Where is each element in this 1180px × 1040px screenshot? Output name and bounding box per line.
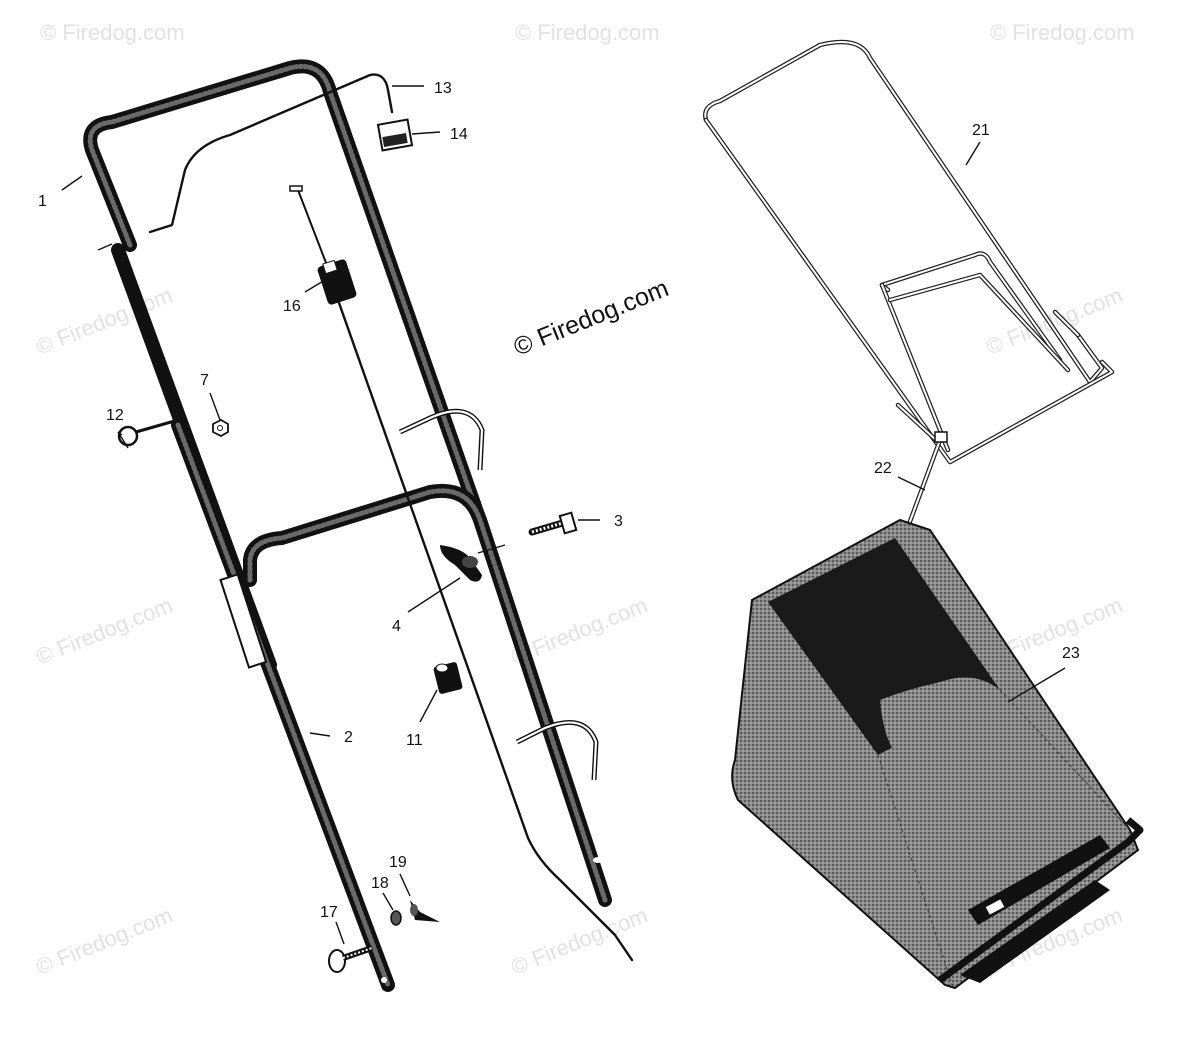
watermark: © Firedog.com xyxy=(983,282,1126,359)
lower-handle xyxy=(111,243,612,992)
carriage-bolt xyxy=(328,945,373,973)
callout-18: 18 xyxy=(371,875,389,892)
grass-bag xyxy=(731,518,1144,990)
watermark: © Firedog.com xyxy=(40,20,185,45)
callout-23: 23 xyxy=(1062,645,1080,662)
callout-19: 19 xyxy=(389,854,407,871)
upper-handle xyxy=(83,59,485,522)
callout-16: 16 xyxy=(283,298,301,315)
callout-21: 21 xyxy=(972,122,990,139)
callout-11: 11 xyxy=(406,732,423,749)
spring-rod xyxy=(289,185,357,305)
callout-7: 7 xyxy=(200,372,209,389)
catcher-frame xyxy=(703,39,1115,465)
callout-13: 13 xyxy=(434,80,452,97)
callout-1: 1 xyxy=(38,193,47,210)
callouts: 1 2 3 4 7 11 12 13 14 16 17 18 19 21 22 … xyxy=(38,80,1080,921)
watermark: © Firedog.com xyxy=(33,902,176,979)
cable-clip xyxy=(376,118,414,152)
eye-bolt xyxy=(117,418,179,447)
control-cable xyxy=(148,73,634,962)
callout-4: 4 xyxy=(392,618,401,635)
washer xyxy=(390,910,402,926)
copyright-text: © Firedog.com xyxy=(510,274,673,362)
leader-lines xyxy=(61,85,1066,945)
watermark: © Firedog.com xyxy=(515,20,660,45)
hex-nut xyxy=(212,418,229,438)
bag-frame xyxy=(902,431,948,538)
callout-14: 14 xyxy=(450,126,468,143)
callout-3: 3 xyxy=(614,513,623,530)
callout-22: 22 xyxy=(874,460,892,477)
callout-2: 2 xyxy=(344,729,353,746)
watermark: © Firedog.com xyxy=(33,592,176,669)
watermark: © Firedog.com xyxy=(990,20,1135,45)
cable-ties xyxy=(398,408,599,781)
bushing xyxy=(433,662,463,694)
watermark: © Firedog.com xyxy=(508,902,651,979)
callout-17: 17 xyxy=(320,904,338,921)
wing-knob xyxy=(440,545,482,582)
callout-12: 12 xyxy=(106,407,124,424)
wing-nut xyxy=(410,900,440,922)
bolt xyxy=(528,511,578,536)
